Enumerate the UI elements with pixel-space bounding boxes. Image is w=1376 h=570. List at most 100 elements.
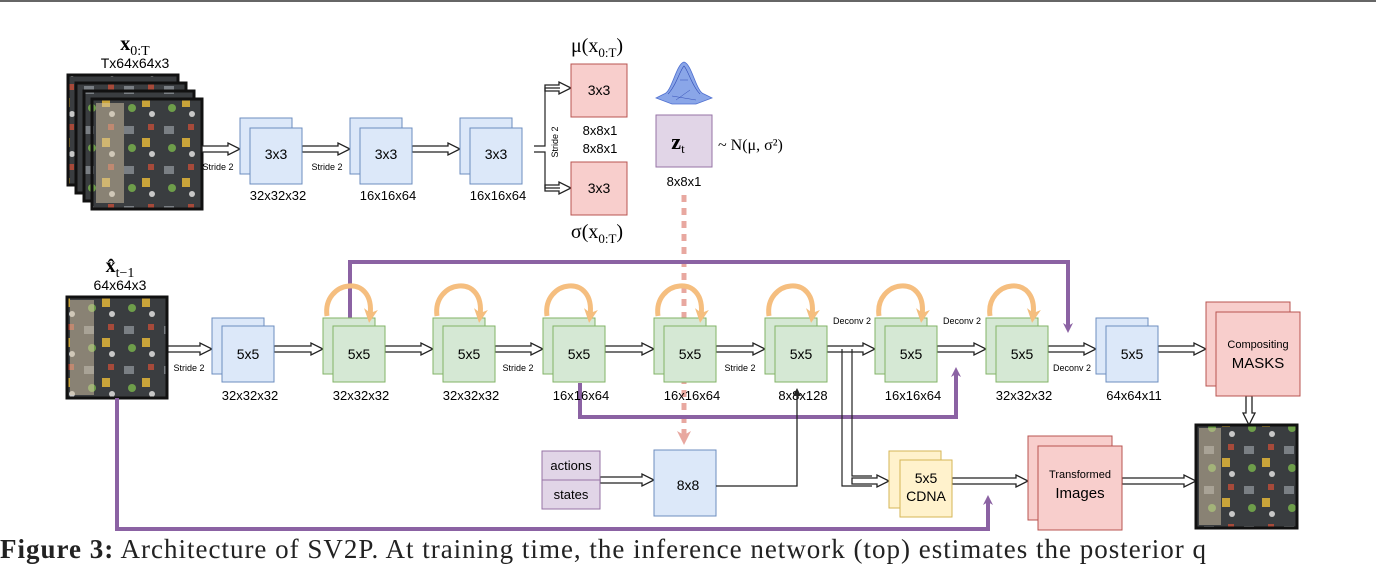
skip-connection-bottom [115, 398, 993, 531]
encoder-stride-label-2: Stride 2 [311, 162, 342, 172]
gen-block-4-kernel: 5x5 [568, 346, 591, 362]
encoder-input-dims: Tx64x64x3 [101, 55, 170, 71]
gen-deconv-label-2: Deconv 2 [943, 316, 981, 326]
arrow-gen-6 [826, 341, 877, 357]
gen-stride-label-2: Stride 2 [502, 363, 533, 373]
caption-text: Architecture of SV2P. At training time, … [114, 534, 1207, 564]
gen-block-5-kernel: 5x5 [679, 346, 702, 362]
gen-block-3-dims: 32x32x32 [443, 388, 499, 403]
arrow-enc-2 [411, 141, 462, 157]
cdna-branch-lines [841, 349, 872, 487]
arrow-gen-7 [936, 341, 988, 357]
arrow-masks-to-output [1241, 395, 1257, 427]
gen-block-2-kernel: 5x5 [348, 346, 371, 362]
encoder-block-3-dims: 16x16x64 [470, 188, 526, 203]
gen-stride-label-3: Stride 2 [724, 363, 755, 373]
loop-block-6 [766, 283, 820, 323]
gen-block-6: 5x5 8x8x128 [764, 317, 828, 403]
gen-block-2-dims: 32x32x32 [333, 388, 389, 403]
gen-block-8-dims: 32x32x32 [996, 388, 1052, 403]
encoder-stride-label-1: Stride 2 [202, 162, 233, 172]
sigma-block-kernel: 3x3 [588, 180, 611, 196]
compositing-masks-block: Compositing MASKS [1205, 301, 1301, 397]
gen-block-2: 5x5 32x32x32 [322, 317, 389, 403]
transformed-label-1: Transformed [1049, 469, 1111, 481]
sigma-block: 3x3 [570, 161, 628, 216]
encoder-block-2-dims: 16x16x64 [360, 188, 416, 203]
gen-stride-label-1: Stride 2 [173, 363, 204, 373]
generator-input-dims: 64x64x3 [94, 277, 147, 293]
mu-block-kernel: 3x3 [588, 82, 611, 98]
gen-block-7-kernel: 5x5 [900, 346, 923, 362]
actions-label: actions [550, 458, 592, 473]
cdna-label: CDNA [906, 488, 946, 504]
gen-block-6-dims: 8x8x128 [778, 388, 827, 403]
actions-states-box: actions states [541, 450, 601, 510]
encoder-block-2: 3x3 16x16x64 [349, 117, 416, 203]
encoder-block-1-dims: 32x32x32 [250, 188, 306, 203]
mu-label: μ(x0:T) [571, 35, 623, 60]
architecture-diagram: x0:T Tx64x64x3 3x3 32x32x32 3x3 16x16x64… [0, 0, 1376, 531]
loop-block-7 [876, 283, 930, 323]
encoder-input-frames [66, 73, 204, 211]
sigma-label: σ(x0:T) [571, 221, 623, 246]
arrow-actions [599, 472, 656, 488]
latent-z-label: zt [671, 129, 685, 156]
gen-block-3: 5x5 32x32x32 [432, 317, 499, 403]
flow-arrows [166, 80, 1257, 489]
gen-block-1: 5x5 32x32x32 [211, 317, 278, 403]
gen-block-6-kernel: 5x5 [790, 346, 813, 362]
gen-block-7-dims: 16x16x64 [885, 388, 941, 403]
transformed-label-2: Images [1055, 485, 1104, 502]
encoder-block-3: 3x3 16x16x64 [459, 117, 526, 203]
recurrent-loops [324, 283, 1041, 323]
arrow-gen-4 [604, 341, 656, 357]
gen-block-1-kernel: 5x5 [237, 346, 260, 362]
arrow-enc-1 [301, 141, 352, 157]
gen-block-1-dims: 32x32x32 [222, 388, 278, 403]
action-state-block: 8x8 [653, 449, 717, 517]
sigma-block-dims: 8x8x1 [583, 141, 618, 156]
loop-block-8 [987, 283, 1041, 323]
encoder-block-2-kernel: 3x3 [375, 146, 398, 162]
transformed-images-block: Transformed Images [1027, 435, 1123, 531]
skip-connection-top [348, 260, 1073, 333]
generator-input-frame [65, 295, 169, 400]
latent-z-block: zt [655, 114, 713, 168]
arrow-gen-1 [273, 341, 325, 357]
action-state-block-kernel: 8x8 [677, 477, 700, 493]
encoder-block-1-kernel: 3x3 [265, 146, 288, 162]
arrow-gen-5 [715, 341, 767, 357]
gen-block-8: 5x5 32x32x32 [985, 317, 1052, 403]
gen-block-9: 5x5 64x64x11 [1095, 317, 1162, 403]
gaussian-icon [655, 61, 713, 105]
gen-block-9-dims: 64x64x11 [1106, 388, 1161, 403]
latent-z-dims: 8x8x1 [667, 174, 702, 189]
loop-block-3 [434, 283, 488, 323]
gen-deconv-label-3: Deconv 2 [1053, 363, 1091, 373]
encoder-split-stride: Stride 2 [550, 126, 560, 157]
cdna-kernel: 5x5 [915, 470, 938, 486]
arrow-cdna-to-transformed [951, 473, 1030, 489]
arrow-to-cdna [851, 473, 891, 489]
generator-input-label: x̂t−1 [106, 255, 135, 281]
arrow-enc-0 [201, 141, 242, 157]
gen-block-4: 5x5 16x16x64 [542, 317, 609, 403]
figure-caption: Figure 3: Architecture of SV2P. At train… [0, 534, 1376, 570]
gen-block-4-dims: 16x16x64 [553, 388, 609, 403]
gen-block-3-kernel: 5x5 [458, 346, 481, 362]
cdna-block: 5x5 CDNA [888, 450, 953, 518]
loop-block-4 [544, 283, 598, 323]
encoder-input-label: x0:T [120, 33, 150, 59]
encoder-block-1: 3x3 32x32x32 [239, 117, 306, 203]
mu-block: 3x3 [570, 63, 628, 118]
arrow-gen-8 [1047, 341, 1098, 357]
mu-block-dims: 8x8x1 [583, 123, 618, 138]
action-to-bottleneck-line [716, 388, 801, 487]
arrow-gen-2 [384, 341, 435, 357]
gen-block-5: 5x5 16x16x64 [653, 317, 720, 403]
arrow-transformed-to-output [1121, 473, 1198, 489]
masks-label-1: Compositing [1227, 339, 1288, 351]
output-frame [1194, 423, 1299, 530]
skip-connection-middle [578, 367, 961, 419]
